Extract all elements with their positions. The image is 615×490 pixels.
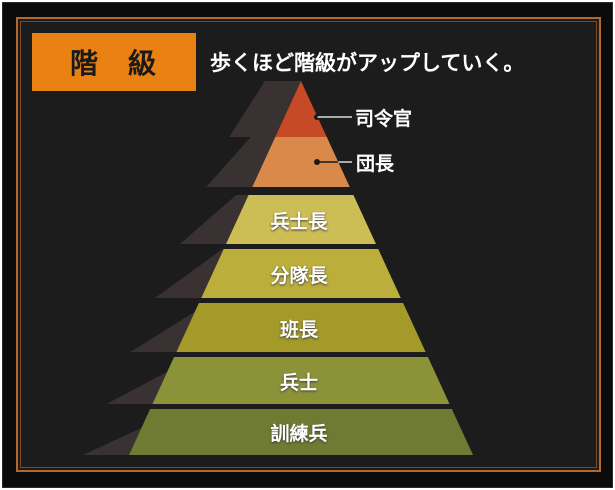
title-badge: 階級 bbox=[32, 33, 196, 91]
pyramid-tier bbox=[252, 137, 350, 187]
pyramid-tier bbox=[201, 249, 401, 298]
content-panel: 階級 歩くほど階級がアップしていく。 司令官団長兵士長分隊長班長兵士訓練兵 bbox=[16, 17, 601, 472]
tier-label: 訓練兵 bbox=[270, 423, 328, 445]
subtitle-text: 歩くほど階級がアップしていく。 bbox=[210, 51, 525, 75]
tier-label: 兵士 bbox=[279, 371, 318, 394]
pyramid-shadow-band bbox=[130, 303, 209, 352]
tier-label: 兵士長 bbox=[270, 210, 328, 233]
pyramid-tier bbox=[176, 303, 426, 352]
title-text: 階級 bbox=[69, 47, 186, 80]
pyramid-shadow-band bbox=[206, 137, 276, 187]
tier-label: 団長 bbox=[356, 153, 395, 175]
pyramid-shadow-band bbox=[155, 249, 224, 298]
tier-label: 司令官 bbox=[355, 108, 413, 130]
tier-label: 班長 bbox=[279, 318, 318, 341]
pyramid-tier bbox=[129, 409, 473, 455]
tier-label: 分隊長 bbox=[270, 264, 328, 287]
pyramid-tier bbox=[275, 81, 327, 137]
pyramid-tier bbox=[152, 357, 450, 404]
pyramid-shadow-band bbox=[180, 195, 249, 244]
pyramid-shadow-band bbox=[229, 81, 301, 137]
pyramid-tier bbox=[226, 195, 376, 244]
rank-pyramid bbox=[83, 81, 473, 455]
